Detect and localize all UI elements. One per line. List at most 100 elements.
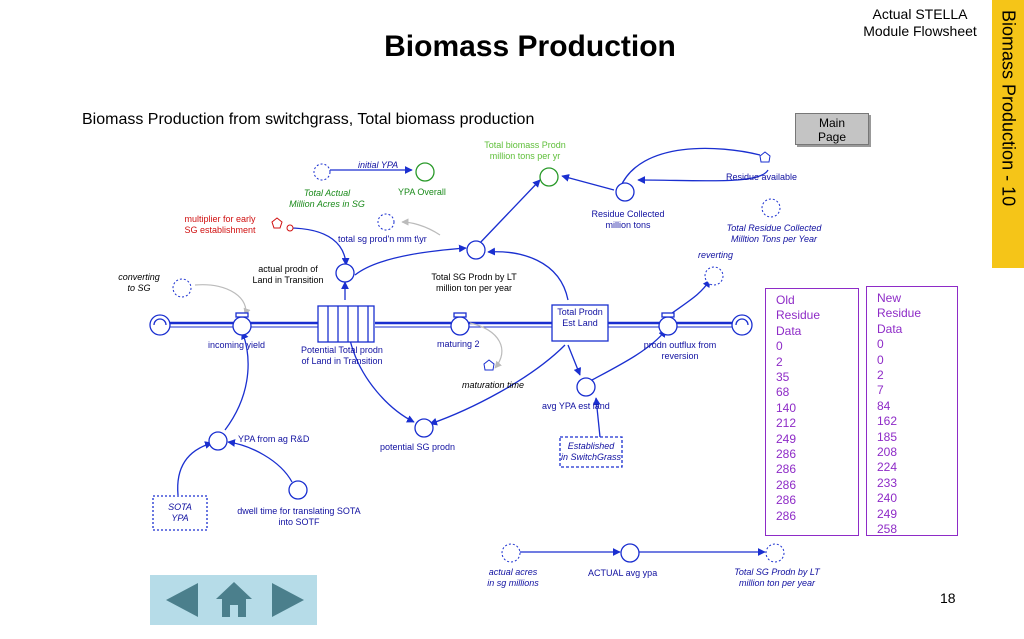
ghost-total-residue [761,198,781,218]
new-residue-header-1: New [877,291,902,305]
old-residue-value: 68 [776,385,790,400]
new-residue-value: 258 [877,522,898,537]
label-total-residue-2: Milltion Tons per Year [730,234,818,244]
label-total-residue-1: Total Residue Collected [726,223,822,233]
label-prodn-outflux: prodn outflux from reversion [640,340,720,362]
label-total-biomass: Total biomass Prodn million tons per yr [470,140,580,162]
old-residue-value: 286 [776,462,797,477]
old-residue-table: Old Residue Data 0 2 35 68 140 212 249 2… [765,288,859,536]
old-residue-value: 286 [776,477,797,492]
label-total-residue: Total Residue Collected Milltion Tons pe… [714,223,834,245]
label-established-2: in SwitchGrass [560,452,622,462]
source-cloud-swirl [153,318,167,326]
label-total-biomass-2: million tons per yr [489,151,561,161]
page-number: 18 [940,590,956,606]
conn-converting [194,284,251,316]
converter-actual-avg [620,543,640,563]
label-dwell-1: dwell time for translating SOTA [237,506,361,516]
converter-dwell [288,480,308,500]
stock-total-prodn [551,304,609,342]
main-page-button[interactable]: Main Page [795,113,869,145]
sink-cloud-swirl [735,318,749,326]
conn-maturation [469,322,503,369]
conn-totalsg-biomass [477,179,541,246]
label-multiplier: multiplier for early SG establishment [170,214,270,236]
old-residue-value: 140 [776,400,797,415]
new-residue-value: 0 [877,352,884,367]
old-residue-header-2: Residue [776,308,821,323]
ghost-reverting [704,266,724,286]
conn-established-avg [592,397,601,438]
label-potential-sg: potential SG prodn [380,442,456,452]
conn-multiplier [287,227,350,266]
diagram-subtitle: Biomass Production from switchgrass, Tot… [82,111,535,128]
label-residue-collected-2: million tons [605,220,651,230]
converter-actual-prodn [335,263,355,283]
home-icon [216,582,252,617]
label-residue-collected: Residue Collected million tons [580,209,676,231]
new-residue-table: New Residue Data 0 0 2 7 84 162 185 208 … [866,286,958,536]
label-total-biomass-1: Total biomass Prodn [484,140,566,150]
ghost-sota [152,495,208,531]
label-total-sg-lt-b: Total SG Prodn by LT million ton per yea… [722,567,832,589]
new-residue-value: 208 [877,445,898,460]
label-potential-total-2: of Land in Transition [301,356,383,366]
ghost-established [559,436,623,468]
new-residue-value: 224 [877,460,898,475]
label-potential-total: Potential Total prodn of Land in Transit… [292,345,392,367]
label-potential-total-1: Potential Total prodn [301,345,383,355]
label-dwell-2: into SOTF [278,517,320,527]
old-residue-value: 286 [776,447,797,462]
label-sota-2: YPA [171,513,189,523]
label-total-sg-lt-b-2: million ton per year [738,578,816,588]
converter-avg-ypa [576,377,596,397]
label-residue-available: Residue available [726,172,798,182]
old-residue-value: 249 [776,431,797,446]
converter-potential-sg [414,418,434,438]
old-residue-value: 0 [776,339,783,354]
ghost-converting [172,278,192,298]
right-triangle-icon [272,583,304,617]
label-actual-prodn-2: Land in Transition [252,275,324,285]
sidebar-tab: Biomass Production - 10 [992,0,1024,268]
back-button[interactable] [160,575,204,625]
label-prodn-outflux-1: prodn outflux from [643,340,717,350]
converter-total-sg-lt [466,240,486,260]
label-reverting: reverting [698,250,734,260]
left-triangle-icon [166,583,198,617]
label-avg-ypa: avg YPA est land [542,401,610,411]
label-established: Established in SwitchGrass [550,441,632,463]
corner-caption: Actual STELLA Module Flowsheet [840,6,1000,40]
ghost-total-actual [377,213,395,231]
valve-outflux [658,316,678,336]
main-page-button-line1: Main [818,116,845,130]
label-ypa-overall: YPA Overall [398,187,446,197]
new-residue-value: 249 [877,506,898,521]
ghost-actual-acres [501,543,521,563]
ghost-initial-ypa [313,163,331,181]
valve-outflux-cap [661,312,675,318]
label-converting-1: converting [118,272,160,282]
converter-ypa-rd [208,431,228,451]
home-button[interactable] [214,575,254,625]
conn-potential-sg [349,339,415,423]
label-total-sg-mm: total sg prod'n mm t\yr [338,234,427,244]
conn-total-sg-mm [401,218,441,236]
label-ypa-rd: YPA from ag R&D [238,434,310,444]
old-residue-value: 286 [776,493,797,508]
label-actual-prodn-1: actual prodn of [258,264,318,274]
conn-totalprodn-totalsg [487,247,569,301]
valve-incoming-cap [235,312,249,318]
new-residue-value: 0 [877,337,884,352]
label-total-actual-1: Total Actual [303,188,351,198]
new-residue-header-2: Residue [877,306,922,321]
label-prodn-outflux-2: reversion [661,351,699,361]
old-residue-value: 286 [776,508,797,523]
main-page-button-line2: Page [817,130,847,144]
forward-button[interactable] [266,575,310,625]
conn-est-avg [567,344,582,376]
conn-dwell-rd [227,439,293,483]
valve-incoming [232,316,252,336]
new-residue-value: 240 [877,491,898,506]
